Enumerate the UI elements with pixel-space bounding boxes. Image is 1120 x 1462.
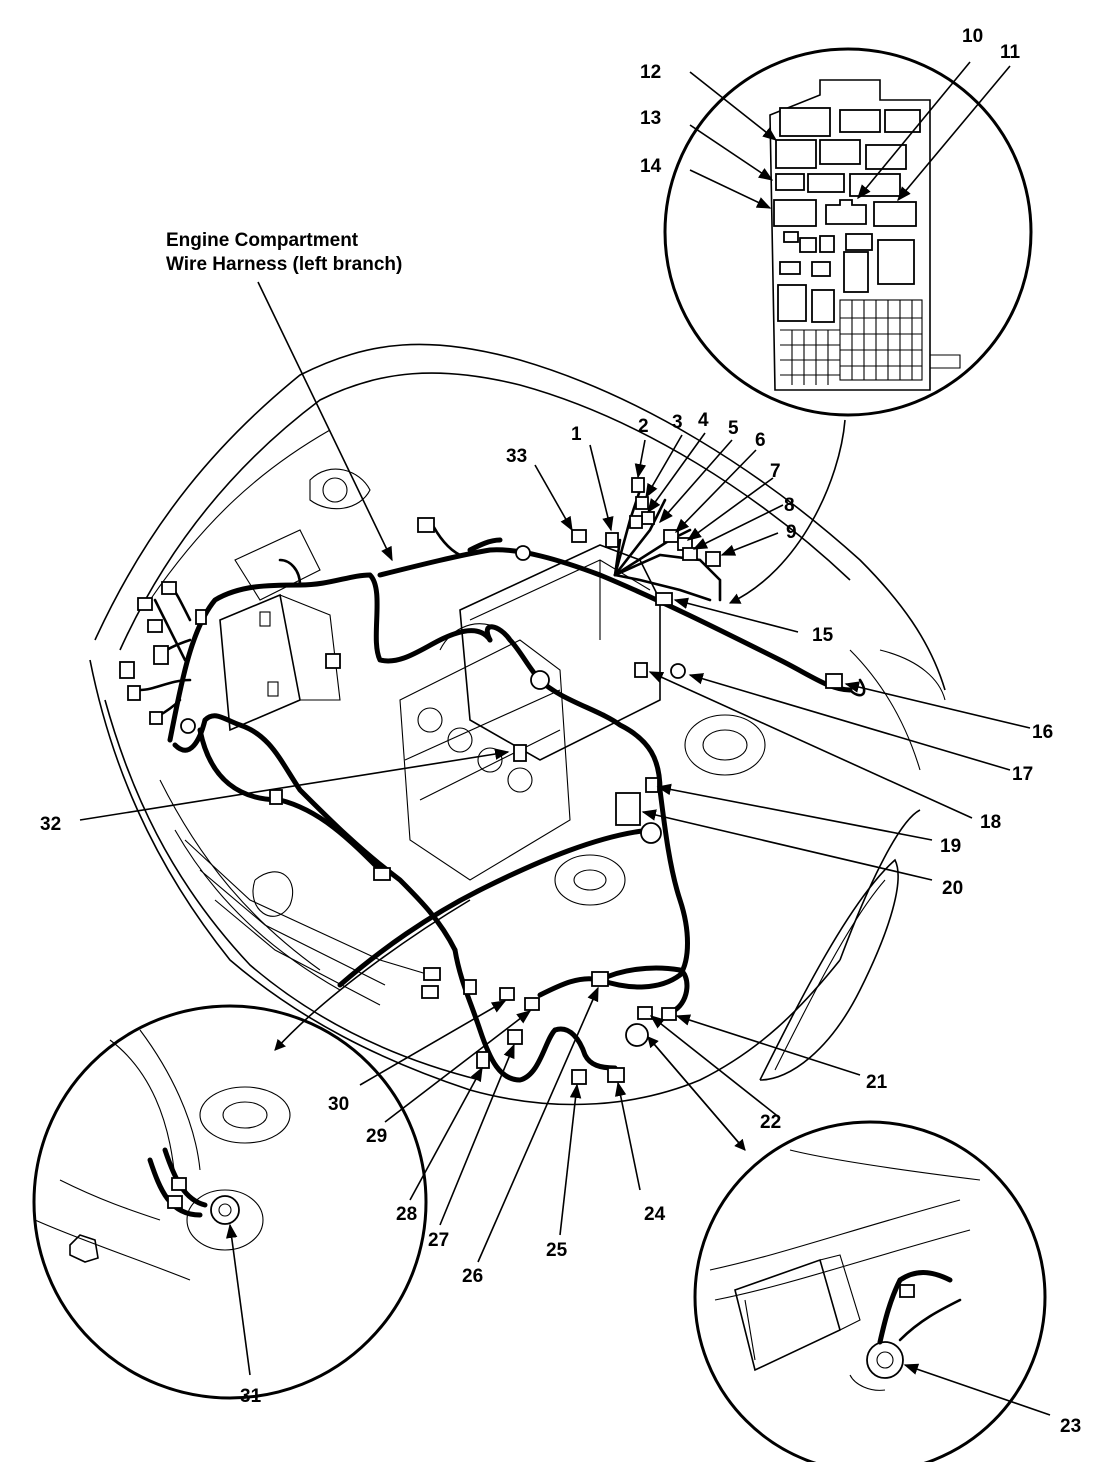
callout-20: 20 [942,878,963,899]
callout-5: 5 [728,418,739,439]
callout-11: 11 [1000,42,1021,63]
connector-29 [524,997,540,1011]
ground-detail-31 [32,1004,428,1400]
callout-19: 19 [940,836,961,857]
connector-left-c [147,619,163,633]
connector-21 [661,1007,677,1021]
callout-3: 3 [672,412,683,433]
connector-1 [605,532,619,548]
relay-11 [873,201,917,227]
callout-7: 7 [770,461,781,482]
connector-2 [631,477,645,493]
connector-6 [663,529,679,543]
callout-2: 2 [638,416,649,437]
relay-10 [825,199,867,225]
callout-1: 1 [571,424,582,445]
connector-left-g [149,711,163,725]
grommet-top [515,545,531,561]
grommet-engine [530,670,550,690]
ground-left [180,718,196,734]
connector-19 [645,777,659,793]
connector-30 [499,987,515,1001]
connector-front-b [423,967,441,981]
callout-17: 17 [1012,764,1033,785]
callout-33: 33 [506,446,527,467]
harness-label-line2: Wire Harness (left branch) [166,254,402,275]
relay-13 [775,173,805,191]
connector-3 [635,496,649,510]
callout-28: 28 [396,1204,417,1225]
callout-29: 29 [366,1126,387,1147]
callout-13: 13 [640,108,661,129]
connector-15 [655,592,673,606]
callout-31: 31 [240,1386,262,1407]
connector-9 [705,551,721,567]
connector-17 [670,663,686,679]
connector-left-d [153,645,169,665]
connector-left-f [127,685,141,701]
vehicle-body-outline [89,343,946,1106]
ground-20 [640,822,662,844]
harness-label-line1: Engine Compartment [166,230,359,251]
callout-32: 32 [40,814,61,835]
connector-top-a [417,517,435,533]
callout-23: 23 [1060,1416,1081,1437]
connector-front-c [421,985,439,999]
connector-27 [507,1029,523,1045]
callout-10: 10 [962,26,983,47]
callout-numbers: 1 2 3 4 5 6 7 8 9 10 11 12 13 14 15 16 1… [40,26,1081,1437]
connector-mid-a [325,653,341,669]
connectors [119,477,843,1085]
engine-block [219,468,661,881]
connector-front-d [373,867,391,881]
ground-detail-23 [693,1120,1047,1462]
connector-32 [513,744,527,762]
callout-18: 18 [980,812,1001,833]
connector-left-a [137,597,153,611]
callout-22: 22 [760,1112,781,1133]
connector-20 [615,792,641,826]
relay-14 [773,199,817,227]
callout-24: 24 [644,1204,666,1225]
connector-left-e [119,661,135,679]
fuse-box-detail [663,47,1033,417]
callout-21: 21 [866,1072,888,1093]
callout-30: 30 [328,1094,349,1115]
connector-8 [682,547,698,561]
callout-12: 12 [640,62,661,83]
callout-9: 9 [786,522,797,543]
harness-label: Engine Compartment Wire Harness (left br… [166,230,402,275]
callout-27: 27 [428,1230,449,1251]
connector-24 [607,1067,625,1083]
callout-8: 8 [784,495,795,516]
connector-5 [629,515,643,529]
leader-lines [79,61,1051,1416]
connector-16 [825,673,843,689]
callout-26: 26 [462,1266,483,1287]
connector-26 [591,971,609,987]
connector-4 [641,511,655,525]
connector-18 [634,662,648,678]
callout-25: 25 [546,1240,568,1261]
ground-23 [625,1023,649,1047]
fuse-grid [780,299,923,385]
callout-4: 4 [698,410,709,431]
connector-28 [476,1051,490,1069]
callout-15: 15 [812,625,834,646]
connector-22 [637,1006,653,1020]
callout-16: 16 [1032,722,1053,743]
relay-12 [775,139,817,169]
connector-front-e [269,789,283,805]
connector-front-a [463,979,477,995]
connector-left-b [161,581,177,595]
connector-25 [571,1069,587,1085]
callout-14: 14 [640,156,662,177]
callout-6: 6 [755,430,766,451]
connector-33 [571,529,587,543]
connector-left-h [195,609,207,625]
